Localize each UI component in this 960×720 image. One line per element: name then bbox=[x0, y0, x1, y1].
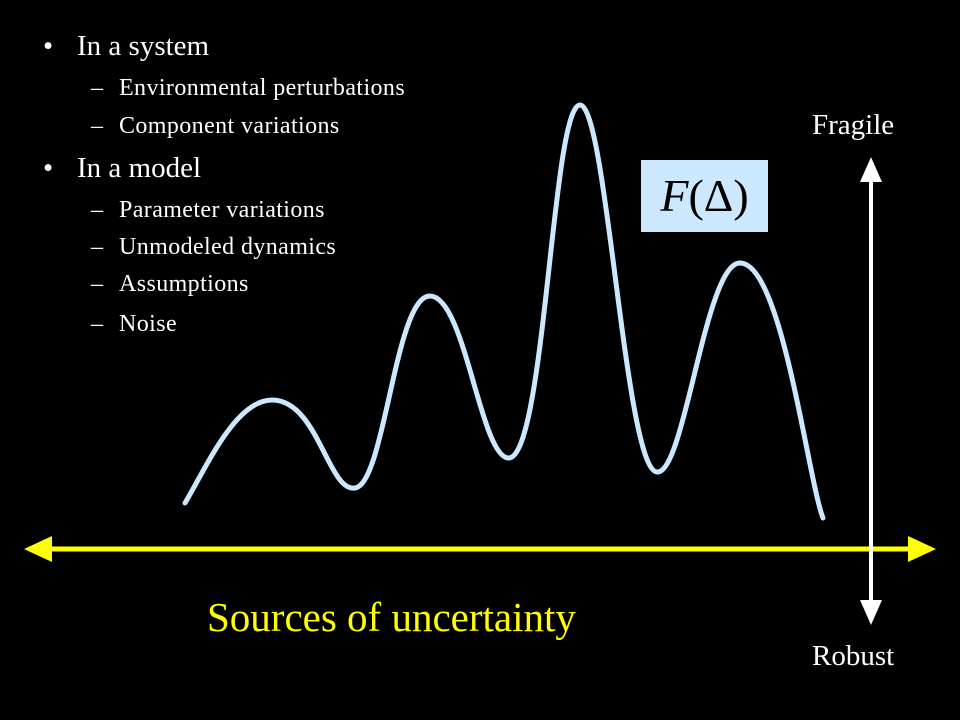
bullet-label: In a system bbox=[77, 30, 210, 62]
fragile-label: Fragile bbox=[812, 109, 895, 141]
uncertainty-axis-arrow bbox=[24, 536, 936, 562]
dash-marker: – bbox=[91, 234, 104, 260]
formula-argument: (Δ) bbox=[688, 170, 749, 221]
dash-marker: – bbox=[91, 311, 104, 337]
sub-item-label: Component variations bbox=[119, 113, 340, 139]
dash-marker: – bbox=[91, 75, 104, 101]
sub-item-label: Noise bbox=[119, 311, 177, 337]
formula-function: F bbox=[660, 170, 689, 221]
arrow-up-head bbox=[860, 157, 882, 182]
sub-item-label: Assumptions bbox=[119, 271, 249, 297]
dash-marker: – bbox=[91, 271, 104, 297]
robust-label: Robust bbox=[812, 640, 895, 672]
fragility-curve bbox=[182, 102, 826, 521]
bullet-marker: • bbox=[43, 152, 54, 184]
sub-item-label: Parameter variations bbox=[119, 197, 325, 223]
dash-marker: – bbox=[91, 197, 104, 223]
dash-marker: – bbox=[91, 113, 104, 139]
arrow-right-head bbox=[908, 536, 936, 562]
formula: F(Δ) bbox=[641, 160, 768, 232]
bullet-marker: • bbox=[43, 30, 54, 62]
bullet-label: In a model bbox=[77, 152, 202, 184]
formula-box: F(Δ) bbox=[641, 160, 768, 232]
arrow-down-head bbox=[860, 600, 882, 625]
fragility-axis-arrow bbox=[860, 157, 882, 625]
sub-item-label: Environmental perturbations bbox=[119, 75, 406, 101]
arrow-left-head bbox=[24, 536, 52, 562]
sources-of-uncertainty-label: Sources of uncertainty bbox=[207, 594, 576, 640]
sub-item-label: Unmodeled dynamics bbox=[119, 234, 337, 260]
